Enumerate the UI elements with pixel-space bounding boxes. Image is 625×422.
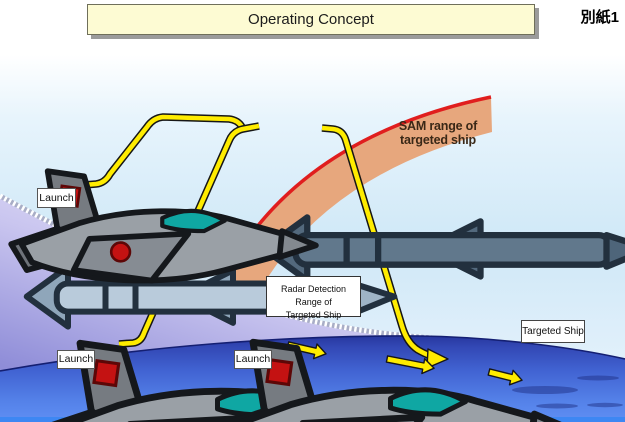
missile-descent-trajectory-fill <box>321 125 432 359</box>
radar-range-label-line1: Radar Detection Range of <box>280 284 347 308</box>
cruise-missile-icon <box>263 216 625 281</box>
radar-range-label: Radar Detection Range of Targeted Ship <box>266 276 361 320</box>
missile-trajectory-1-fill <box>83 114 244 188</box>
sam-range-label-line2: targeted ship <box>400 133 476 148</box>
sam-range-label: SAM range of targeted ship <box>392 119 484 148</box>
launch-label: Launch <box>234 350 272 369</box>
attack-arrow-icon <box>487 368 523 386</box>
coastal-shelf <box>0 196 432 371</box>
descent-arrowhead-icon <box>426 348 449 369</box>
targeted-ship-label: Targeted Ship <box>521 320 585 343</box>
launch-label: Launch <box>57 350 95 369</box>
sam-range-label-line1: SAM range of <box>398 119 478 133</box>
ship-wakes <box>512 375 623 409</box>
attachment-label: 別紙1 <box>580 9 619 26</box>
sam-range-band <box>214 97 492 313</box>
diagram-title: Operating Concept <box>87 4 535 35</box>
attack-arrow-icon <box>385 355 435 375</box>
radar-range-label-line2: Targeted Ship <box>285 310 342 321</box>
launch-label: Launch <box>37 188 76 208</box>
